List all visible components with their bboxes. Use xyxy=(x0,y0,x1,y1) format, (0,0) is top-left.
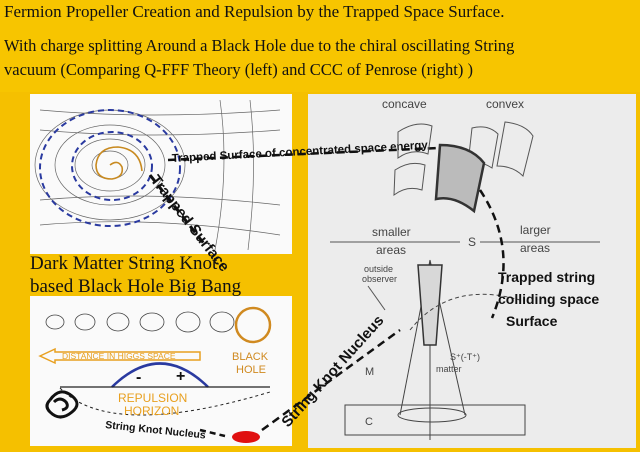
black-hole-label-1: BLACK xyxy=(232,351,269,363)
title-line-2: With charge splitting Around a Black Hol… xyxy=(4,36,515,55)
title-line-3: vacuum (Comparing Q-FFF Theory (left) an… xyxy=(4,60,473,79)
minus-sign: - xyxy=(136,369,141,386)
smaller-label-1: smaller xyxy=(372,225,411,239)
convex-label: convex xyxy=(486,97,524,111)
knot-row xyxy=(45,311,235,333)
m-label: M xyxy=(365,366,374,378)
dark-matter-label-1: Dark Matter String Knot xyxy=(30,253,218,274)
trapped-space-energy-label: Trapped Surface of concentrated space en… xyxy=(172,140,429,165)
trapped-string-label-1: Trapped string xyxy=(498,269,595,285)
dashed-horizons xyxy=(39,109,181,227)
title-bar: Fermion Propeller Creation and Repulsion… xyxy=(0,0,640,92)
repulsion-label-1: REPULSION xyxy=(118,391,187,405)
nucleus-to-right-arrow xyxy=(261,328,401,432)
cone xyxy=(344,259,526,440)
s-label: S xyxy=(468,235,476,249)
title-line-1: Fermion Propeller Creation and Repulsion… xyxy=(4,2,505,21)
larger-label-2: areas xyxy=(520,241,550,255)
trapped-string-label-3: Surface xyxy=(506,313,558,329)
observer-arrow xyxy=(367,285,386,311)
trapped-surface-arrow xyxy=(148,174,207,246)
concave-label: concave xyxy=(382,97,427,111)
energy-arrow xyxy=(167,146,439,162)
larger-label-1: larger xyxy=(520,223,551,237)
left-top-panel xyxy=(30,94,292,254)
trapped-patch xyxy=(434,143,486,214)
field-lines xyxy=(34,99,281,251)
distance-higgs-label: DISTANCE IN HIGGS SPACE xyxy=(62,351,176,361)
plus-sign: + xyxy=(176,368,185,385)
s-plus-label: S⁺(-T⁺) xyxy=(450,352,480,362)
outside-label-1: outside xyxy=(364,264,393,274)
trapped-string-label-2: colliding space xyxy=(498,291,599,307)
black-hole-circle xyxy=(234,306,272,344)
matter-label: matter xyxy=(436,364,462,374)
left-bottom-panel xyxy=(30,296,292,446)
trapped-surface-label: Trapped Surface xyxy=(147,172,233,275)
dark-matter-label-2: based Black Hole Big Bang xyxy=(30,276,242,297)
patch-to-cone-arrow xyxy=(478,189,505,319)
c-label: C xyxy=(365,416,373,428)
repulsion-label-2: HORIZON xyxy=(124,404,179,418)
higgs-arrow xyxy=(38,347,201,365)
knot-to-nucleus-arrow xyxy=(199,428,226,438)
smaller-label-2: areas xyxy=(376,243,406,257)
nucleus-red xyxy=(232,431,260,443)
string-knot-left-label: String Knot Nucleus xyxy=(105,419,207,441)
outside-label-2: observer xyxy=(362,274,397,284)
string-knot-blob xyxy=(45,390,79,419)
bull-spiral xyxy=(95,146,143,180)
black-hole-label-2: HOLE xyxy=(236,364,266,376)
repulsion-curve xyxy=(111,362,209,388)
